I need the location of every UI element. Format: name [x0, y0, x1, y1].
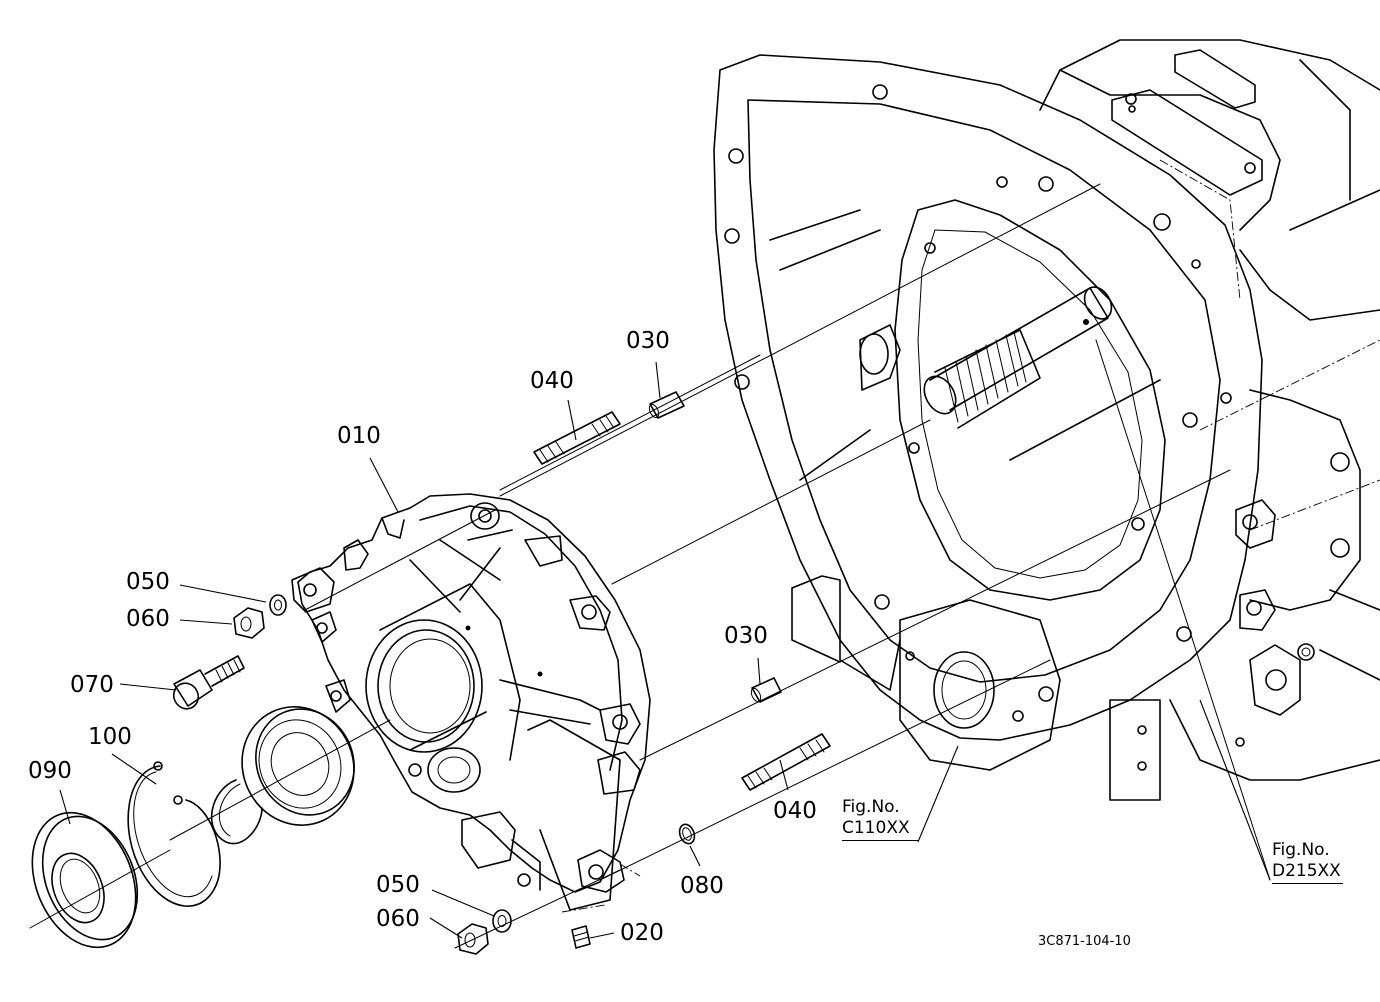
fig-ref-d215xx[interactable]: Fig.No. D215XX [1272, 840, 1343, 884]
part-050-lock-washer-bottom [492, 909, 512, 933]
ball-bearing [241, 706, 355, 826]
part-060-nut-top [233, 607, 265, 639]
fig-ref-d215xx-code: D215XX [1272, 861, 1343, 884]
label-part-060-bottom: 060 [376, 906, 420, 932]
part-020-plug [571, 925, 591, 949]
part-010-cover-case [291, 493, 651, 913]
label-part-040-bottom: 040 [773, 798, 817, 824]
leader-lines [59, 361, 1271, 939]
transmission-housing [713, 39, 1380, 801]
part-070-bolt [172, 655, 245, 710]
part-030-dowel-top [648, 391, 685, 419]
label-part-030-mid: 030 [724, 623, 768, 649]
fig-ref-c110xx[interactable]: Fig.No. C110XX [842, 797, 918, 841]
snap-ring-small [210, 779, 263, 845]
label-part-070: 070 [70, 672, 114, 698]
label-part-090: 090 [28, 758, 72, 784]
part-080-o-ring [678, 823, 696, 845]
label-part-030-top: 030 [626, 328, 670, 354]
part-090-oil-seal [31, 811, 139, 949]
part-100-internal-circlip [127, 761, 221, 907]
part-050-lock-washer-top [269, 594, 287, 616]
part-040-stud-top [533, 411, 621, 465]
fig-ref-d215xx-line1: Fig.No. [1272, 840, 1330, 860]
label-part-050-top: 050 [126, 569, 170, 595]
fig-ref-c110xx-line1: Fig.No. [842, 797, 900, 817]
label-part-010: 010 [337, 423, 381, 449]
part-040-stud-bottom [741, 733, 831, 791]
label-part-100: 100 [88, 724, 132, 750]
part-030-dowel-mid [750, 677, 782, 703]
label-part-020: 020 [620, 920, 664, 946]
fig-ref-c110xx-code: C110XX [842, 818, 918, 841]
label-part-080: 080 [680, 873, 724, 899]
label-part-050-bottom: 050 [376, 872, 420, 898]
input-shaft [923, 286, 1113, 429]
label-part-060-top: 060 [126, 606, 170, 632]
part-060-nut-bottom [457, 923, 489, 955]
diagram-code: 3C871-104-10 [1038, 934, 1131, 949]
label-part-040-top: 040 [530, 368, 574, 394]
